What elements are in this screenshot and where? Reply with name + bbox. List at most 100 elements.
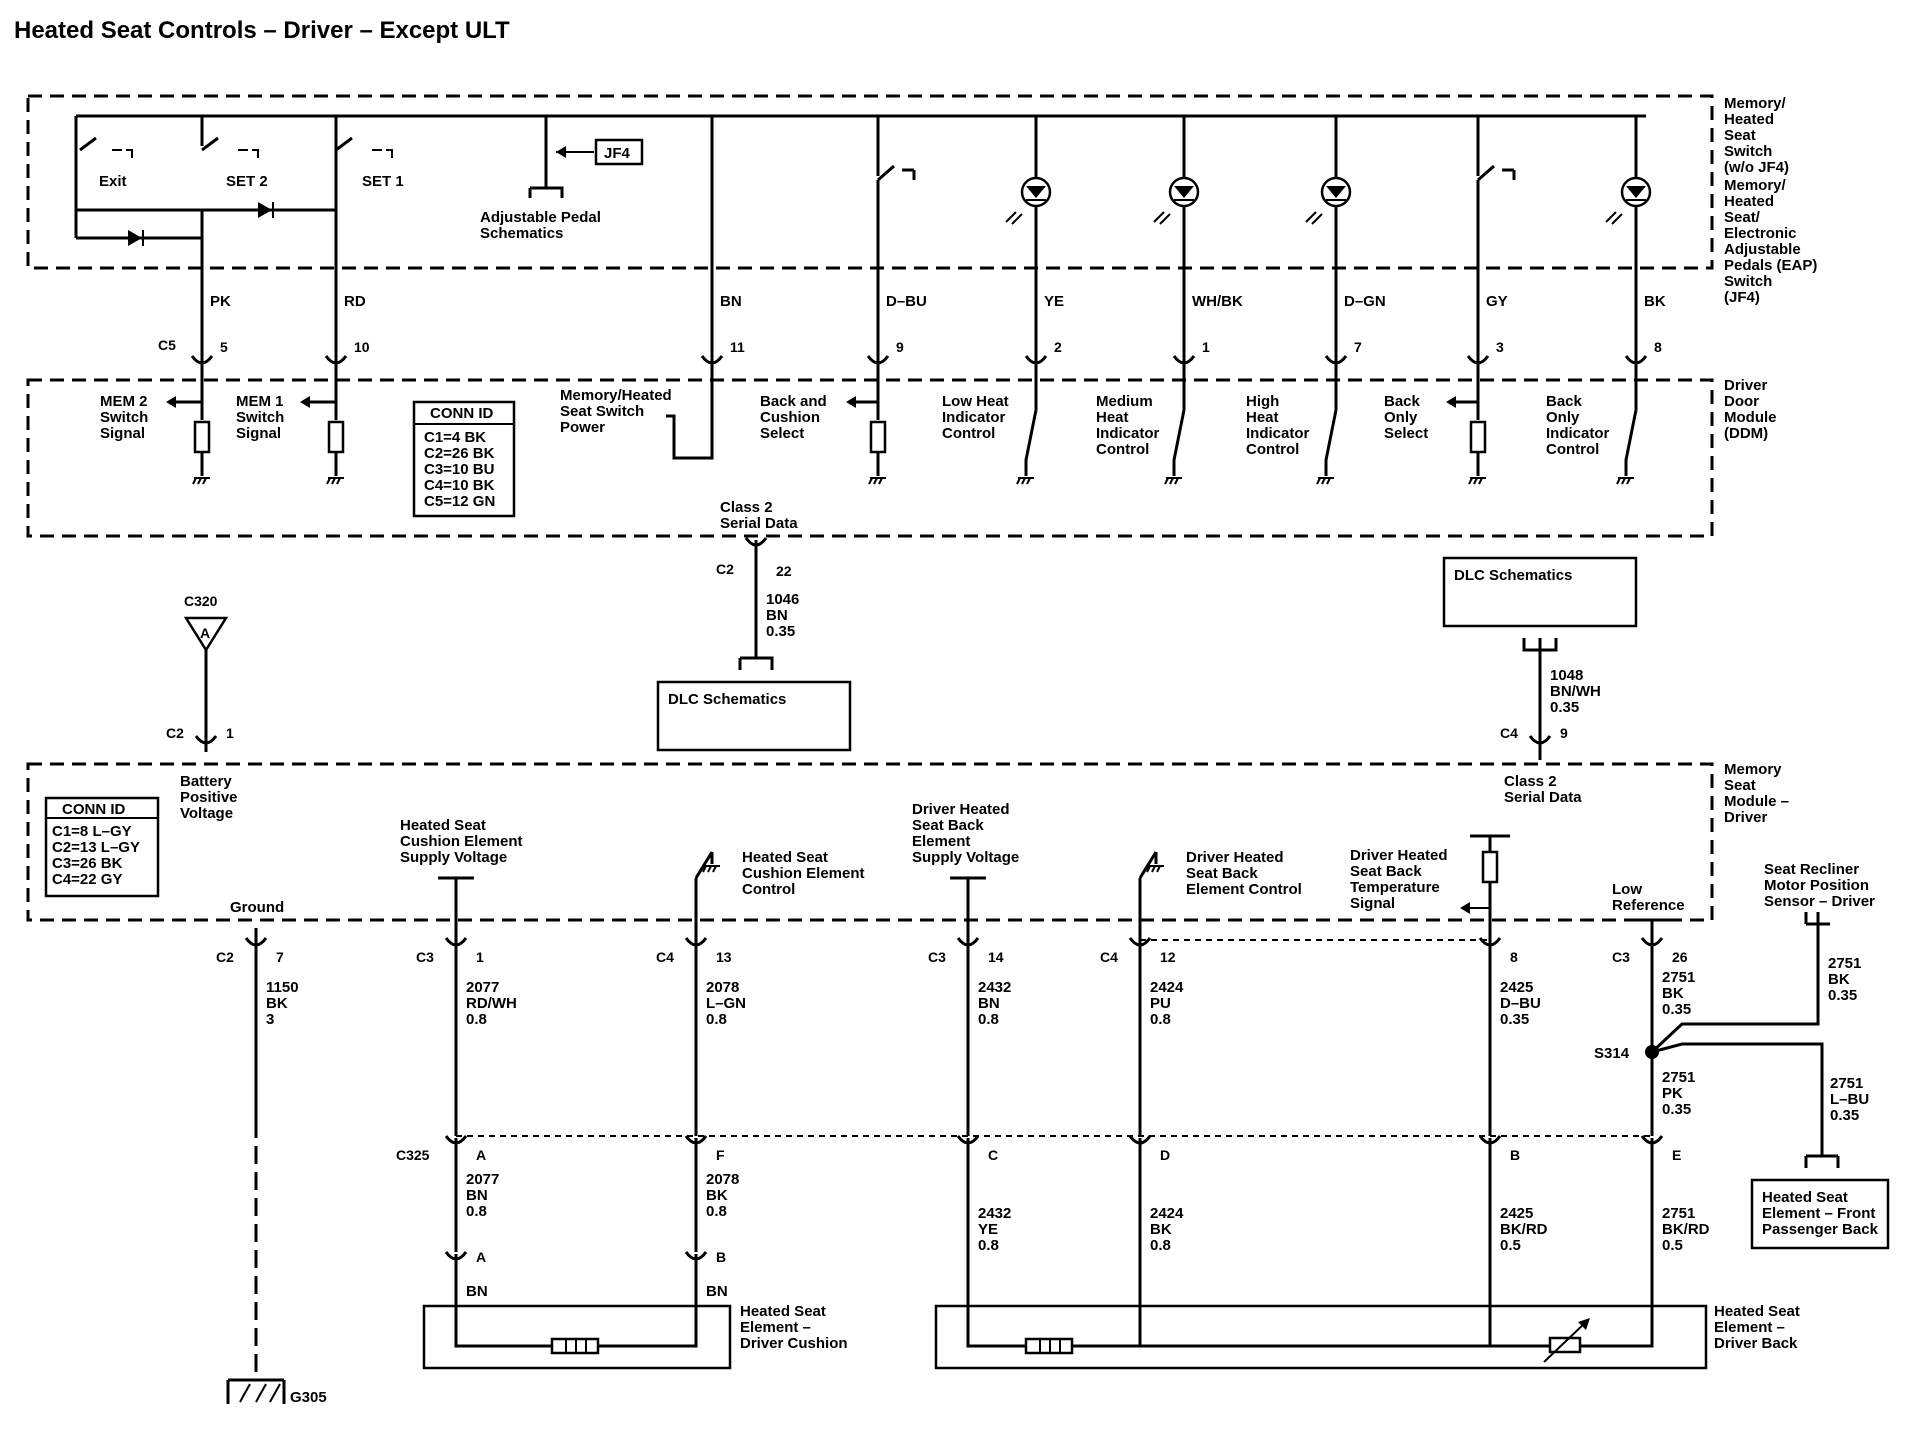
svg-text:Cushion Element: Cushion Element	[400, 833, 523, 850]
svg-text:BN: BN	[978, 995, 1000, 1012]
svg-text:Class 2: Class 2	[1504, 773, 1557, 790]
diagram-title: Heated Seat Controls – Driver – Except U…	[14, 17, 510, 44]
svg-text:BN: BN	[720, 293, 742, 310]
svg-text:Driver Back: Driver Back	[1714, 1335, 1798, 1352]
svg-text:Only: Only	[1384, 409, 1418, 426]
svg-text:Heat: Heat	[1246, 409, 1279, 426]
svg-text:BK: BK	[1150, 1221, 1172, 1238]
svg-text:2078: 2078	[706, 1171, 739, 1188]
svg-text:7: 7	[1354, 339, 1362, 355]
svg-text:BK: BK	[266, 995, 288, 1012]
set2-switch-label: SET 2	[226, 173, 268, 190]
driver-back-element: Heated Seat Element – Driver Back	[934, 1303, 1800, 1370]
ground-icon	[192, 477, 210, 485]
ground-icon	[192, 477, 1634, 485]
msm-module-label: Memory Seat Module – Driver	[1724, 761, 1789, 826]
dlc-schematics-right: DLC Schematics	[1442, 556, 1638, 628]
svg-text:Electronic: Electronic	[1724, 225, 1797, 242]
svg-text:22: 22	[776, 563, 792, 579]
svg-text:2424: 2424	[1150, 1205, 1184, 1222]
svg-text:Seat Recliner: Seat Recliner	[1764, 861, 1859, 878]
svg-text:A: A	[476, 1147, 486, 1163]
svg-text:Adjustable: Adjustable	[1724, 241, 1801, 258]
svg-text:BK: BK	[1828, 971, 1850, 988]
svg-text:(w/o JF4): (w/o JF4)	[1724, 159, 1789, 176]
svg-text:BN: BN	[706, 1283, 728, 1300]
svg-text:RD/WH: RD/WH	[466, 995, 517, 1012]
svg-text:Heat: Heat	[1096, 409, 1129, 426]
svg-text:RD: RD	[344, 293, 366, 310]
svg-text:DLC Schematics: DLC Schematics	[668, 691, 786, 708]
svg-text:1150: 1150	[266, 979, 299, 996]
svg-text:Class 2: Class 2	[720, 499, 773, 516]
svg-text:D–GN: D–GN	[1344, 293, 1386, 310]
svg-text:YE: YE	[1044, 293, 1064, 310]
svg-text:CONN ID: CONN ID	[62, 801, 126, 818]
svg-text:Heated: Heated	[1724, 193, 1774, 210]
svg-text:PK: PK	[1662, 1085, 1683, 1102]
ddm-signal-labels: MEM 2 Switch Signal MEM 1 Switch Signal …	[100, 387, 1610, 458]
svg-text:Power: Power	[560, 419, 605, 436]
svg-text:Heated: Heated	[1724, 111, 1774, 128]
svg-text:1048: 1048	[1550, 667, 1583, 684]
svg-text:8: 8	[1510, 949, 1518, 965]
svg-text:Memory/Heated: Memory/Heated	[560, 387, 672, 404]
svg-text:G305: G305	[290, 1389, 327, 1406]
svg-text:Sensor – Driver: Sensor – Driver	[1764, 893, 1875, 910]
svg-text:0.35: 0.35	[1550, 699, 1579, 716]
svg-text:Supply Voltage: Supply Voltage	[912, 849, 1019, 866]
svg-text:Seat: Seat	[1724, 777, 1756, 794]
svg-text:Heated Seat: Heated Seat	[400, 817, 486, 834]
set1-switch-label: SET 1	[362, 173, 404, 190]
svg-text:C4=10 BK: C4=10 BK	[424, 477, 495, 494]
svg-text:0.8: 0.8	[466, 1011, 487, 1028]
svg-text:5: 5	[220, 339, 228, 355]
svg-text:0.35: 0.35	[1828, 987, 1857, 1004]
svg-text:Driver Cushion: Driver Cushion	[740, 1335, 848, 1352]
svg-text:0.8: 0.8	[466, 1203, 487, 1220]
svg-text:C3: C3	[928, 949, 946, 965]
svg-text:2425: 2425	[1500, 1205, 1533, 1222]
svg-text:Module: Module	[1724, 409, 1777, 426]
svg-text:0.35: 0.35	[1662, 1001, 1691, 1018]
svg-text:Supply Voltage: Supply Voltage	[400, 849, 507, 866]
svg-text:High: High	[1246, 393, 1279, 410]
svg-text:0.8: 0.8	[706, 1011, 727, 1028]
svg-text:Heated Seat: Heated Seat	[742, 849, 828, 866]
svg-text:Element –: Element –	[740, 1319, 811, 1336]
svg-text:S314: S314	[1594, 1045, 1630, 1062]
svg-text:Signal: Signal	[100, 425, 145, 442]
svg-text:D–BU: D–BU	[1500, 995, 1541, 1012]
svg-text:E: E	[1672, 1147, 1681, 1163]
ddm-internals	[166, 364, 1638, 476]
svg-text:13: 13	[716, 949, 732, 965]
svg-text:Memory: Memory	[1724, 761, 1782, 778]
svg-text:Control: Control	[1546, 441, 1599, 458]
svg-text:A: A	[476, 1249, 486, 1265]
exit-switch-label: Exit	[99, 173, 127, 190]
svg-text:Cushion Element: Cushion Element	[742, 865, 865, 882]
ddm-conn-id-table: CONN ID C1=4 BK C2=26 BK C3=10 BU C4=10 …	[412, 400, 516, 518]
svg-text:Pedals (EAP): Pedals (EAP)	[1724, 257, 1817, 274]
svg-text:(JF4): (JF4)	[1724, 289, 1760, 306]
svg-text:Passenger Back: Passenger Back	[1762, 1221, 1879, 1238]
svg-text:D–BU: D–BU	[886, 293, 927, 310]
svg-text:C2: C2	[166, 725, 184, 741]
svg-text:1: 1	[476, 949, 484, 965]
ground-icon	[1468, 477, 1486, 485]
class2-ddm-circuit: Class 2 Serial Data C2 22 1046 BN 0.35	[716, 499, 799, 670]
svg-text:Positive: Positive	[180, 789, 238, 806]
svg-text:Switch: Switch	[100, 409, 148, 426]
svg-text:2751: 2751	[1828, 955, 1861, 972]
svg-text:Seat: Seat	[1724, 127, 1756, 144]
svg-text:1: 1	[1202, 339, 1210, 355]
svg-text:C4: C4	[656, 949, 674, 965]
svg-text:C5=12 GN: C5=12 GN	[424, 493, 495, 510]
svg-text:BK/RD: BK/RD	[1500, 1221, 1548, 1238]
svg-text:0.35: 0.35	[1662, 1101, 1691, 1118]
svg-text:Only: Only	[1546, 409, 1580, 426]
svg-text:Seat Back: Seat Back	[1350, 863, 1422, 880]
svg-text:2751: 2751	[1830, 1075, 1863, 1092]
ddm-module-label: Driver Door Module (DDM)	[1724, 377, 1777, 442]
